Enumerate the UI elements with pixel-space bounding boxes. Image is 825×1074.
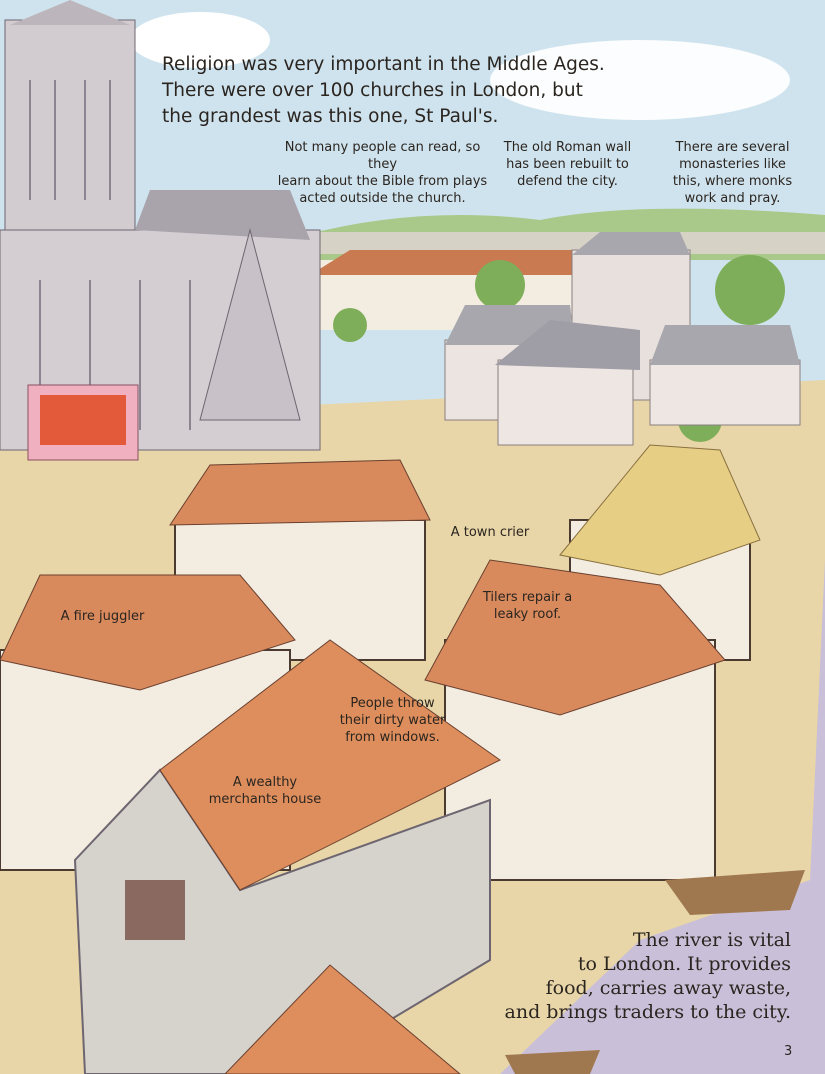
intro-line: the grandest was this one, St Paul's.	[162, 106, 499, 127]
caption-line: this, where monks	[672, 174, 793, 189]
caption-line: A wealthy	[232, 775, 298, 790]
caption-tilers: Tilers repair a leaky roof.	[470, 589, 585, 623]
caption-wall: The old Roman wall has been rebuilt to d…	[500, 139, 635, 190]
river-line: to London. It provides	[577, 953, 791, 975]
caption-monasteries: There are several monasteries like this,…	[665, 139, 800, 207]
caption-merchant: A wealthy merchants house	[205, 774, 325, 808]
intro-line: There were over 100 churches in London, …	[162, 80, 583, 101]
caption-line: A town crier	[450, 525, 530, 540]
caption-line: The old Roman wall	[503, 140, 632, 155]
roman-wall	[310, 232, 825, 254]
river-line: food, carries away waste,	[545, 977, 791, 999]
tree	[333, 308, 367, 342]
caption-line: merchants house	[208, 792, 322, 807]
caption-line: defend the city.	[517, 174, 618, 189]
merchant-house-roof	[159, 639, 501, 891]
caption-line: acted outside the church.	[299, 191, 466, 206]
caption-line: leaky roof.	[493, 607, 562, 622]
caption-line: their dirty water	[339, 713, 446, 728]
boat	[505, 1050, 600, 1074]
river	[500, 560, 825, 1074]
tree	[715, 255, 785, 325]
caption-line: monasteries like	[679, 157, 786, 172]
cloud	[490, 40, 790, 120]
caption-town-crier: A town crier	[440, 524, 540, 541]
caption-fire-juggler: A fire juggler	[50, 608, 155, 625]
caption-line: Tilers repair a	[482, 590, 573, 605]
caption-dirty-water: People throw their dirty water from wind…	[330, 695, 455, 746]
page-number: 3	[784, 1044, 793, 1059]
caption-line: There are several	[675, 140, 790, 155]
caption-line: work and pray.	[684, 191, 781, 206]
caption-line: learn about the Bible from plays	[277, 174, 488, 189]
caption-line: People throw	[350, 696, 435, 711]
river-line: The river is vital	[632, 929, 791, 951]
caption-line: Not many people can read, so they	[284, 140, 481, 172]
cloud	[130, 12, 270, 68]
intro-line: Religion was very important in the Middl…	[162, 54, 605, 75]
boat	[665, 870, 805, 915]
caption-line: A fire juggler	[60, 609, 145, 624]
tree	[475, 260, 525, 310]
river-line: and brings traders to the city.	[504, 1001, 791, 1023]
river-text: The river is vital to London. It provide…	[505, 928, 791, 1024]
caption-line: from windows.	[345, 730, 440, 745]
intro-text: Religion was very important in the Middl…	[162, 52, 605, 130]
caption-line: has been rebuilt to	[506, 157, 629, 172]
caption-plays: Not many people can read, so they learn …	[270, 139, 495, 207]
